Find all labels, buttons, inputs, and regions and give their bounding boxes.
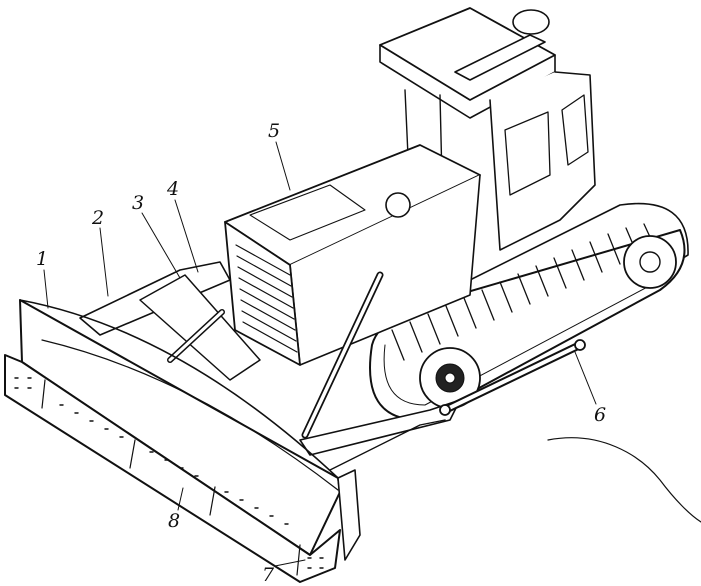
fuel-cap — [385, 192, 411, 218]
track-assembly — [369, 202, 689, 421]
operator-cab — [379, 7, 596, 251]
callout-label-3: 3 — [132, 192, 145, 214]
push-arms — [79, 261, 461, 471]
hydraulic-cylinders — [167, 271, 586, 439]
cutting-edge — [4, 354, 341, 583]
callout-label-7: 7 — [262, 564, 275, 586]
callout-label-6: 6 — [594, 404, 607, 426]
callout-label-4: 4 — [167, 178, 180, 200]
drive-sprocket — [623, 235, 677, 289]
ground-line — [547, 437, 701, 523]
callout-label-5: 5 — [268, 120, 281, 142]
callout-label-8: 8 — [168, 510, 181, 532]
callout-label-1: 1 — [36, 248, 49, 270]
bolt-row — [14, 377, 324, 569]
engine-hood — [224, 144, 481, 366]
dozer-blade — [4, 299, 361, 583]
leader-lines — [43, 141, 597, 567]
exhaust-cap — [512, 9, 550, 35]
callout-label-2: 2 — [92, 207, 105, 229]
